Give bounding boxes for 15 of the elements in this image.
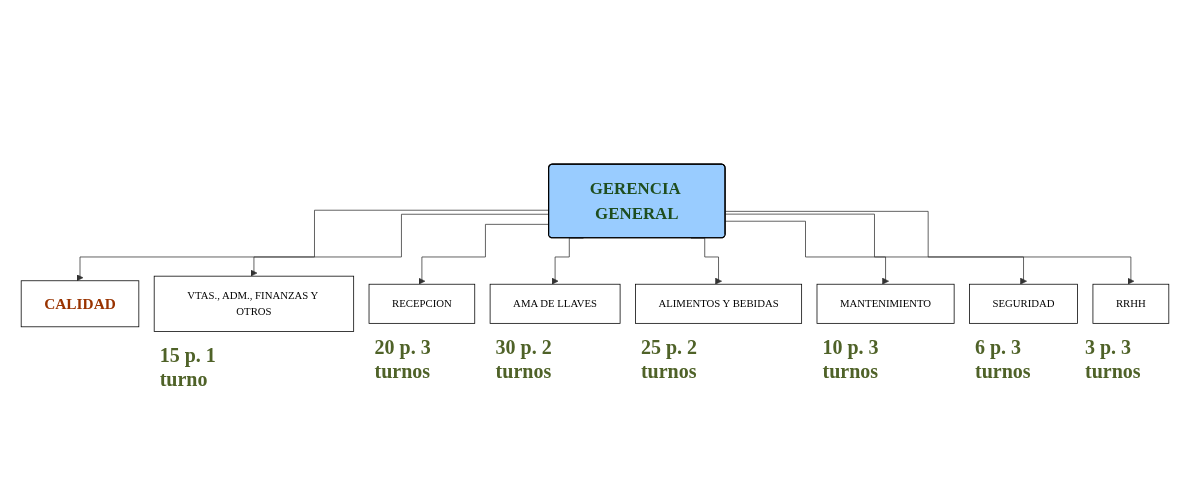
node-box: RECEPCION — [368, 283, 475, 324]
node-box: ALIMENTOS Y BEBIDAS — [634, 283, 802, 324]
node-box: SEGURIDAD — [968, 283, 1078, 324]
node-box: RRHH — [1092, 283, 1169, 324]
node-box: VTAS., ADM., FINANZAS Y OTROS — [153, 275, 354, 332]
staffing-note: 3 p. 3 turnos — [1085, 335, 1142, 384]
staffing-note: 20 p. 3 turnos — [374, 335, 432, 384]
node-box: MANTENIMIENTO — [816, 283, 955, 324]
staffing-note: 15 p. 1 turno — [159, 343, 217, 392]
staffing-note: 30 p. 2 turnos — [495, 335, 553, 384]
staffing-note: 6 p. 3 turnos — [974, 335, 1032, 384]
node-box: CALIDAD — [20, 280, 139, 327]
node-box: AMA DE LLAVES — [489, 283, 620, 324]
staffing-note: 25 p. 2 turnos — [640, 335, 699, 384]
staffing-note: 10 p. 3 turnos — [822, 335, 880, 384]
